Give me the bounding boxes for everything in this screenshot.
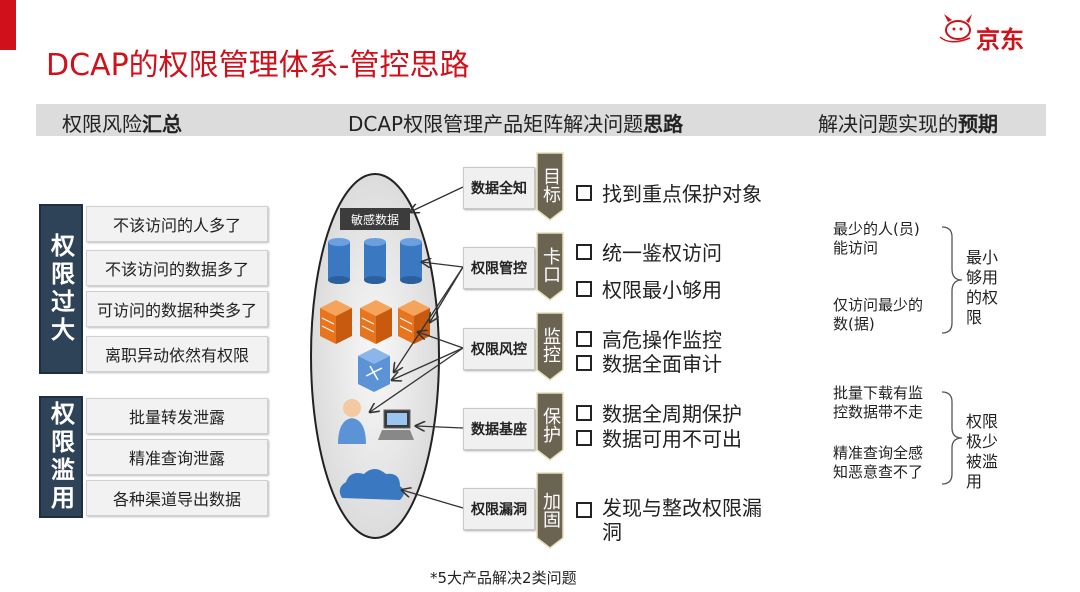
slide-title: DCAP的权限管理体系-管控思路: [46, 48, 470, 83]
goal-label: 监控: [540, 327, 561, 363]
expectation-item: 仅访问最少的数(据): [833, 296, 924, 333]
brace-icon: [941, 226, 963, 334]
product-permission-vulnerability: 权限漏洞: [463, 488, 535, 530]
risk-item: 不该访问的人多了: [86, 206, 268, 242]
header-risk-summary: 权限风险汇总: [62, 112, 182, 136]
risk-item: 可访问的数据种类多了: [86, 291, 268, 327]
goal-chevron-column: [536, 152, 564, 549]
user-icon: [338, 399, 366, 444]
goal-label: 目标: [540, 167, 561, 203]
footnote: *5大产品解决2类问题: [430, 569, 577, 587]
checkbox-icon: [576, 280, 592, 297]
risk-item: 各种渠道导出数据: [86, 480, 268, 516]
product-data-discovery: 数据全知: [463, 167, 535, 209]
solution-item: 数据全周期保护: [576, 398, 742, 427]
risk-item: 精准查询泄露: [86, 439, 268, 475]
checkbox-icon: [576, 404, 592, 421]
logo-text: 京东: [976, 26, 1024, 54]
brace-icon: [941, 391, 963, 485]
risk-item: 离职异动依然有权限: [86, 336, 268, 372]
solution-item: 统一鉴权访问: [576, 237, 722, 266]
checkbox-icon: [576, 354, 592, 371]
header-expectation: 解决问题实现的预期: [818, 112, 998, 136]
solution-item: 发现与整改权限漏洞: [576, 496, 776, 544]
product-permission-risk: 权限风控: [463, 328, 535, 370]
header-bar: [36, 104, 1046, 136]
database-icon: [364, 238, 386, 284]
checkbox-icon: [576, 243, 592, 260]
solution-item: 高危操作监控: [576, 324, 722, 353]
solution-item: 权限最小够用: [576, 274, 722, 303]
expectation-item: 批量下载有监控数据带不走: [833, 384, 924, 421]
solution-item: 找到重点保护对象: [576, 178, 762, 207]
server-icon: [398, 300, 430, 344]
solution-item: 数据可用不可出: [576, 423, 742, 452]
checkbox-icon: [576, 184, 592, 201]
checkbox-icon: [576, 330, 592, 347]
product-data-foundation: 数据基座: [463, 408, 535, 450]
solution-item: 数据全面审计: [576, 348, 722, 377]
product-permission-control: 权限管控: [463, 247, 535, 289]
group-label-permission-abuse: 权限滥用: [39, 396, 83, 518]
server-icon: [320, 300, 352, 344]
risk-item: 批量转发泄露: [86, 398, 268, 434]
goal-label: 加固: [540, 492, 561, 528]
database-icon: [328, 238, 350, 284]
expectation-result: 权限极少被滥用: [966, 412, 999, 491]
server-icon: [360, 300, 392, 344]
expectation-result: 最小够用的权限: [966, 248, 999, 327]
jd-dog-logo-icon: [939, 14, 972, 43]
group-label-excess-permission: 权限过大: [39, 204, 83, 374]
laptop-icon: [378, 409, 414, 440]
sensitive-data-label: 敏感数据: [340, 208, 410, 230]
risk-item: 不该访问的数据多了: [86, 250, 268, 286]
expectation-item: 精准查询全感知恶意查不了: [833, 444, 924, 481]
expectation-item: 最少的人(员)能访问: [833, 220, 920, 257]
asset-diagram: [310, 173, 464, 539]
checkbox-icon: [576, 429, 592, 446]
cloud-icon: [339, 469, 404, 500]
header-solution-approach: DCAP权限管理产品矩阵解决问题思路: [348, 112, 684, 136]
goal-label: 保护: [540, 407, 561, 443]
network-hub-icon: [358, 348, 390, 392]
database-icon: [400, 238, 422, 284]
checkbox-icon: [576, 502, 592, 518]
accent-bar: [0, 0, 16, 50]
goal-label: 卡口: [540, 247, 561, 283]
